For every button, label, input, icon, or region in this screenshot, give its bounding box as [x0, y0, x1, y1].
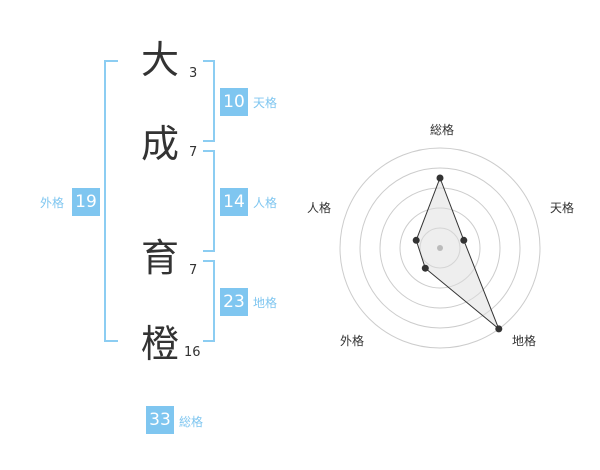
chikaku-label: 地格 — [253, 296, 278, 310]
soukaku-label: 総格 — [179, 415, 204, 429]
gaikaku-label: 外格 — [40, 196, 65, 210]
radar-label-soukaku: 総格 — [429, 123, 454, 137]
name-char-1: 大 — [140, 38, 179, 82]
gaikaku-bracket — [104, 60, 118, 342]
chikaku-bracket — [203, 260, 215, 342]
radar-point-1 — [460, 236, 468, 244]
name-char-4: 橙 — [140, 322, 179, 366]
jinkaku-bracket — [203, 150, 215, 252]
jinkaku-value: 14 — [220, 188, 248, 216]
tenkaku-bracket — [203, 60, 215, 142]
radar-center-dot — [437, 245, 443, 251]
radar-label-chikaku: 地格 — [511, 334, 536, 348]
tenkaku-value: 10 — [220, 88, 248, 116]
radar-label-gaikaku: 外格 — [339, 334, 364, 348]
radar-polygon — [415, 176, 500, 330]
radar-point-3 — [421, 264, 429, 272]
jinkaku-label: 人格 — [253, 196, 278, 210]
radar-ring — [359, 167, 521, 329]
tenkaku-label: 天格 — [253, 96, 278, 110]
chikaku-value: 23 — [220, 288, 248, 316]
radar-label-jinkaku: 人格 — [306, 201, 331, 215]
name-char-3: 育 — [140, 236, 179, 280]
soukaku-value: 33 — [146, 406, 174, 434]
stroke-count-1: 3 — [189, 66, 198, 81]
radar-point-2 — [495, 325, 503, 333]
radar-point-0 — [436, 174, 444, 182]
gaikaku-value: 19 — [72, 188, 100, 216]
name-char-2: 成 — [140, 122, 179, 166]
stroke-count-3: 7 — [189, 263, 198, 278]
stroke-count-4: 16 — [184, 345, 201, 360]
stroke-count-2: 7 — [189, 145, 198, 160]
radar-label-tenkaku: 天格 — [549, 201, 574, 215]
radar-ring — [339, 147, 541, 349]
radar-point-4 — [412, 236, 420, 244]
